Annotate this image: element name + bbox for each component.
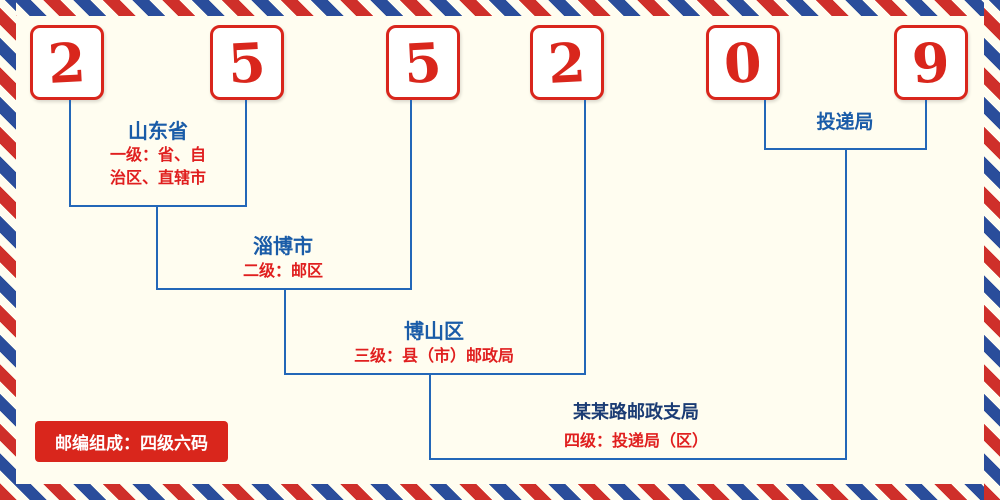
level1-place-name: 山东省 <box>128 119 188 143</box>
digit-1: 2 <box>46 29 88 96</box>
digit-2: 5 <box>226 29 268 96</box>
level3-place-name: 博山区 <box>404 319 464 343</box>
connector-line <box>429 458 847 460</box>
connector-line <box>584 100 586 375</box>
connector-line <box>284 373 586 375</box>
digit-box-1: 2 <box>30 25 104 100</box>
digit-box-3: 5 <box>386 25 460 100</box>
digit-box-6: 9 <box>894 25 968 100</box>
connector-line <box>69 205 247 207</box>
delivery-office-label: 投递局 <box>816 111 874 133</box>
level1-description: 一级：省、自 治区、直辖市 <box>109 145 207 188</box>
level4-description: 四级：投递局（区） <box>563 431 709 450</box>
connector-line <box>845 148 847 460</box>
digit-box-5: 0 <box>706 25 780 100</box>
level4-place-name: 某某路邮政支局 <box>573 402 699 423</box>
digit-6: 9 <box>910 29 952 96</box>
digit-box-4: 2 <box>530 25 604 100</box>
digit-box-2: 5 <box>210 25 284 100</box>
level2-place-name: 淄博市 <box>253 234 313 258</box>
composition-badge: 邮编组成：四级六码 <box>35 421 228 462</box>
connector-line <box>764 148 927 150</box>
connector-line <box>410 100 412 290</box>
airmail-border-left <box>0 0 16 500</box>
digit-4: 2 <box>546 29 588 96</box>
level3-description: 三级：县（市）邮政局 <box>353 346 515 365</box>
connector-line <box>925 100 927 150</box>
connector-line <box>284 288 286 375</box>
connector-line <box>69 100 71 207</box>
digit-5: 0 <box>722 29 764 96</box>
connector-line <box>156 205 158 290</box>
level2-description: 二级：邮区 <box>242 261 324 280</box>
connector-line <box>429 373 431 460</box>
airmail-border-right <box>984 0 1000 500</box>
digit-3: 5 <box>402 29 444 96</box>
airmail-border-top <box>0 0 1000 16</box>
airmail-border-bottom <box>0 484 1000 500</box>
connector-line <box>245 100 247 207</box>
connector-line <box>764 100 766 150</box>
